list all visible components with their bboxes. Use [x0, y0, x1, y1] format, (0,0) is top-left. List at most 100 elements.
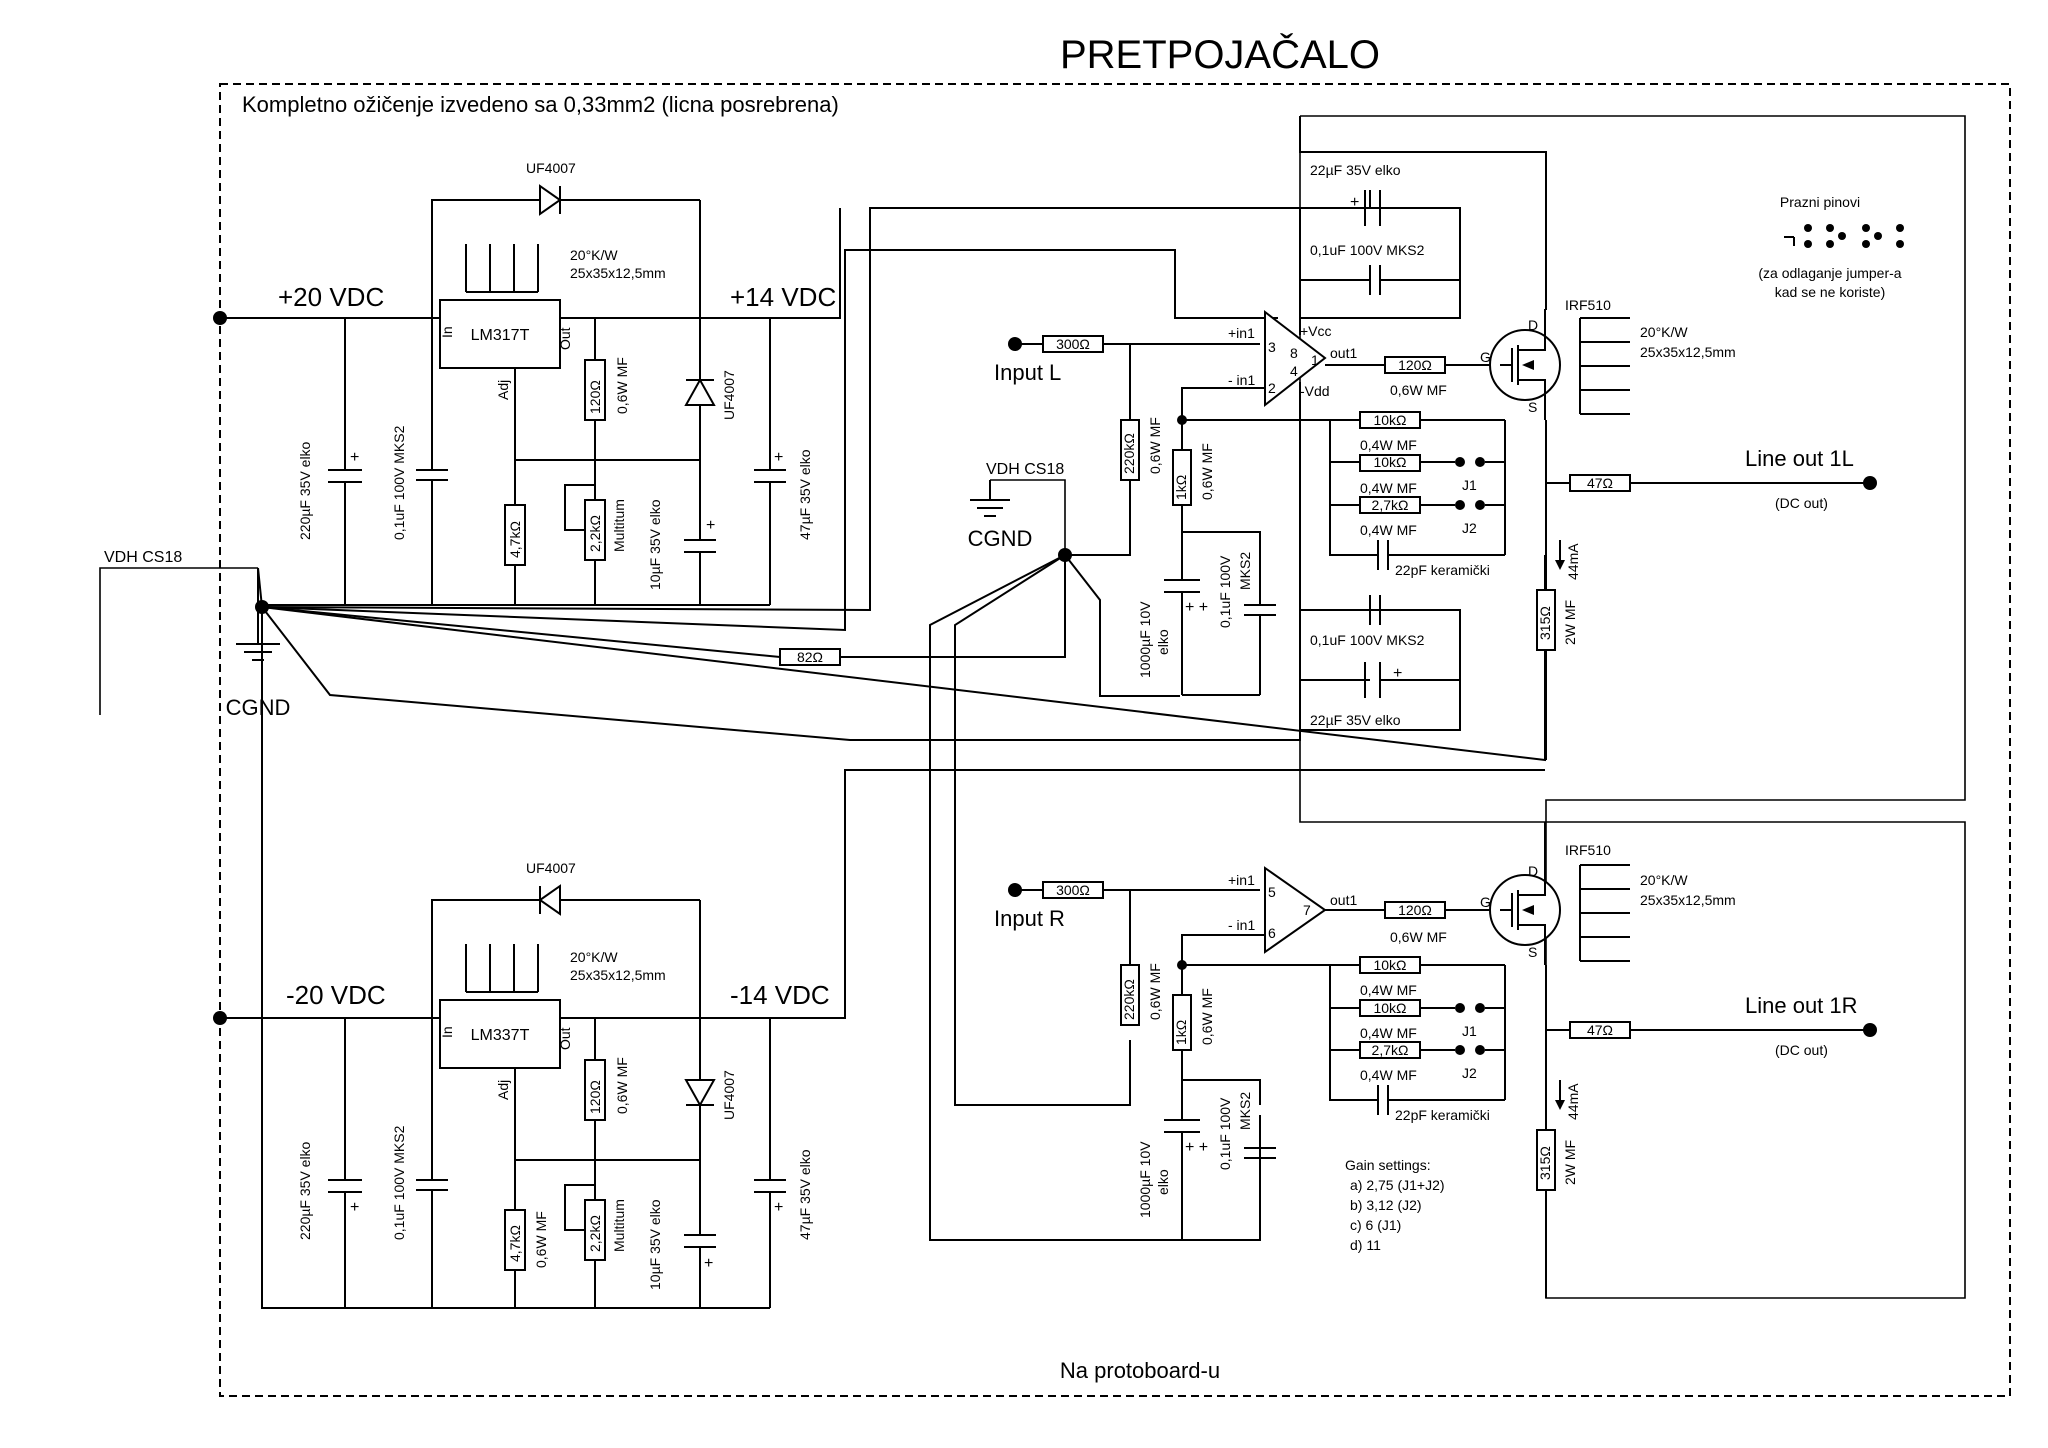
- component-label: 2,7kΩ: [1372, 1042, 1409, 1058]
- regulator-neg: [439, 999, 561, 1069]
- component-label: 0,1uF 100V MKS2: [1310, 632, 1425, 648]
- component-label: 220kΩ: [1121, 979, 1137, 1020]
- component-label: D: [1528, 863, 1538, 879]
- component-label: 0,4W MF: [1360, 480, 1417, 496]
- component-label: 0,4W MF: [1360, 1025, 1417, 1041]
- component-label: 1: [1311, 352, 1319, 368]
- vdh-label-left: VDH CS18: [104, 549, 182, 566]
- line-out-r-label: Line out 1R: [1745, 993, 1858, 1018]
- component-label: 0,6W MF: [614, 357, 630, 414]
- component-label: 22pF keramički: [1395, 562, 1490, 578]
- component-label: 1kΩ: [1173, 1020, 1189, 1045]
- protoboard-note: Na protoboard-u: [1060, 1358, 1220, 1383]
- component-label: J2: [1462, 1065, 1477, 1081]
- component-label: +Vcc: [1300, 323, 1332, 339]
- component-label: S: [1528, 944, 1537, 960]
- component-label: 10µF 35V elko: [647, 499, 663, 590]
- component-label: 4: [1290, 363, 1298, 379]
- component-label: 0,6W MF: [1390, 929, 1447, 945]
- heatsink-mosfet-r: [1579, 864, 1630, 962]
- component-label: 0,4W MF: [1360, 982, 1417, 998]
- component-label: 20°K/W: [1640, 324, 1688, 340]
- component-label: 0,4W MF: [1360, 437, 1417, 453]
- component-label: 20°K/W: [570, 949, 618, 965]
- component-label: 0,4W MF: [1360, 1067, 1417, 1083]
- line-out-l-label: Line out 1L: [1745, 446, 1854, 471]
- component-label: 47Ω: [1587, 1022, 1613, 1038]
- component-label: 25x35x12,5mm: [1640, 344, 1736, 360]
- component-label: 220µF 35V elko: [297, 1141, 313, 1240]
- component-label: MKS2: [1237, 552, 1253, 590]
- component-label: S: [1528, 399, 1537, 415]
- component-label: Out: [557, 327, 573, 350]
- component-label: 47µF 35V elko: [797, 1149, 813, 1240]
- component-label: 0,1uF 100V: [1217, 1097, 1233, 1170]
- opamp-l: [1264, 309, 1327, 408]
- cgnd-label-left: CGND: [226, 695, 291, 720]
- component-label: 10kΩ: [1373, 454, 1406, 470]
- gain-item: c) 6 (J1): [1350, 1217, 1401, 1233]
- component-label: +: [350, 449, 359, 466]
- component-label: + +: [1185, 599, 1208, 616]
- component-label: LM337T: [471, 1027, 530, 1044]
- component-label: 44mA: [1565, 1083, 1581, 1120]
- component-label: 4,7kΩ: [507, 1225, 523, 1262]
- component-label: - in1: [1228, 372, 1255, 388]
- component-label: 220kΩ: [1121, 433, 1137, 474]
- component-label: J1: [1462, 1023, 1477, 1039]
- component-label: 10kΩ: [1373, 1000, 1406, 1016]
- component-label: out1: [1330, 345, 1357, 361]
- component-label: 22pF keramički: [1395, 1107, 1490, 1123]
- component-label: (DC out): [1775, 1042, 1828, 1058]
- component-label: 0,4W MF: [1360, 522, 1417, 538]
- heatsink-neg: [465, 944, 539, 993]
- component-label: 0,6W MF: [1147, 417, 1163, 474]
- component-label: 300Ω: [1056, 882, 1090, 898]
- component-label: 25x35x12,5mm: [570, 265, 666, 281]
- component-label: 0,6W MF: [1147, 963, 1163, 1020]
- enclosure-frame: [219, 83, 2011, 1397]
- gain-item: d) 11: [1350, 1237, 1381, 1253]
- component-label: 0,1uF 100V MKS2: [391, 425, 407, 540]
- component-label: 3: [1268, 339, 1276, 355]
- component-label: 44mA: [1565, 543, 1581, 580]
- component-label: +: [1350, 194, 1359, 211]
- component-label: 120Ω: [587, 380, 603, 414]
- component-label: UF4007: [721, 370, 737, 420]
- c-in-label-pos: 220µF 35V elko: [297, 441, 313, 540]
- input-l-label: Input L: [994, 360, 1061, 385]
- component-label: In: [439, 1026, 455, 1038]
- component-label: Multitum: [611, 499, 627, 552]
- component-label: +: [704, 1255, 713, 1272]
- regulator-pos: [439, 299, 561, 369]
- component-label: 315Ω: [1537, 606, 1553, 640]
- component-label: 6: [1268, 925, 1276, 941]
- component-label: 1000µF 10V: [1137, 1141, 1153, 1218]
- component-label: 5: [1268, 884, 1276, 900]
- component-label: elko: [1155, 629, 1171, 655]
- gain-item: a) 2,75 (J1+J2): [1350, 1177, 1445, 1193]
- component-label: 0,6W MF: [614, 1057, 630, 1114]
- component-label: UF4007: [526, 160, 576, 176]
- component-label: In: [439, 326, 455, 338]
- component-label: +in1: [1228, 872, 1255, 888]
- component-label: G: [1480, 349, 1491, 365]
- component-label: J1: [1462, 477, 1477, 493]
- component-label: 10µF 35V elko: [647, 1199, 663, 1290]
- component-label: 0,6W MF: [1199, 988, 1215, 1045]
- component-label: 20°K/W: [1640, 872, 1688, 888]
- component-label: 47µF 35V elko: [797, 449, 813, 540]
- component-label: Out: [557, 1027, 573, 1050]
- component-label: 2,2kΩ: [587, 1215, 603, 1252]
- heatsink-pos: [465, 244, 539, 293]
- component-label: UF4007: [721, 1070, 737, 1120]
- component-label: 300Ω: [1056, 336, 1090, 352]
- component-label: 120Ω: [1398, 357, 1432, 373]
- component-label: 0,1uF 100V MKS2: [391, 1125, 407, 1240]
- component-label: 2: [1268, 380, 1276, 396]
- component-label: 0,6W MF: [1390, 382, 1447, 398]
- gain-item: b) 3,12 (J2): [1350, 1197, 1422, 1213]
- diagram-title: PRETPOJAČALO: [1060, 32, 1380, 77]
- component-label: +: [774, 449, 783, 466]
